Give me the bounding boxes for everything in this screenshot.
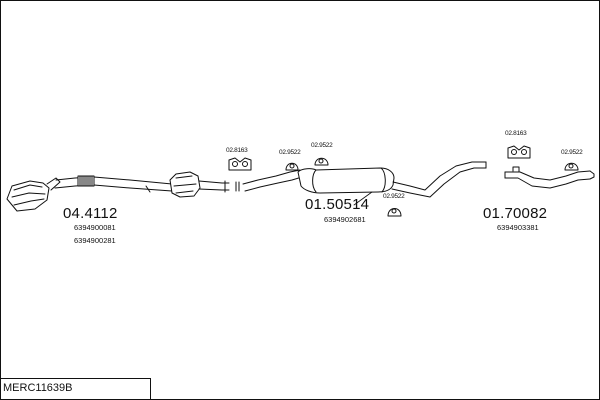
accessory-mount-icon-3 xyxy=(314,157,329,166)
accessory-label-1: 02.8163 xyxy=(226,147,248,154)
accessory-label-2: 02.9522 xyxy=(279,149,301,156)
reference-code: MERC11639B xyxy=(3,382,73,394)
leader-line xyxy=(353,191,373,206)
part-number-middle: 01.50514 xyxy=(305,196,370,213)
accessory-mount-icon-1 xyxy=(228,157,252,171)
oem-number-front-1: 6394900081 xyxy=(74,223,116,232)
reference-box xyxy=(0,378,151,400)
oem-number-middle-1: 6394902681 xyxy=(324,215,366,224)
accessory-mount-icon-6 xyxy=(564,162,579,171)
oem-number-rear-1: 6394903381 xyxy=(497,223,539,232)
middle-silencer-part xyxy=(242,161,487,198)
part-number-front: 04.4112 xyxy=(63,205,118,222)
accessory-label-5: 02.8163 xyxy=(505,130,527,137)
accessory-label-4: 02.9522 xyxy=(383,193,405,200)
accessory-label-3: 02.9522 xyxy=(311,142,333,149)
accessory-mount-icon-4 xyxy=(387,208,402,217)
accessory-mount-icon-2 xyxy=(285,162,299,171)
oem-number-front-2: 6394900281 xyxy=(74,236,116,245)
rear-tailpipe-part xyxy=(504,166,595,189)
part-number-rear: 01.70082 xyxy=(483,205,548,222)
accessory-mount-icon-5 xyxy=(507,145,531,159)
accessory-label-6: 02.9522 xyxy=(561,149,583,156)
front-pipe-with-catalysts-part xyxy=(6,171,240,212)
